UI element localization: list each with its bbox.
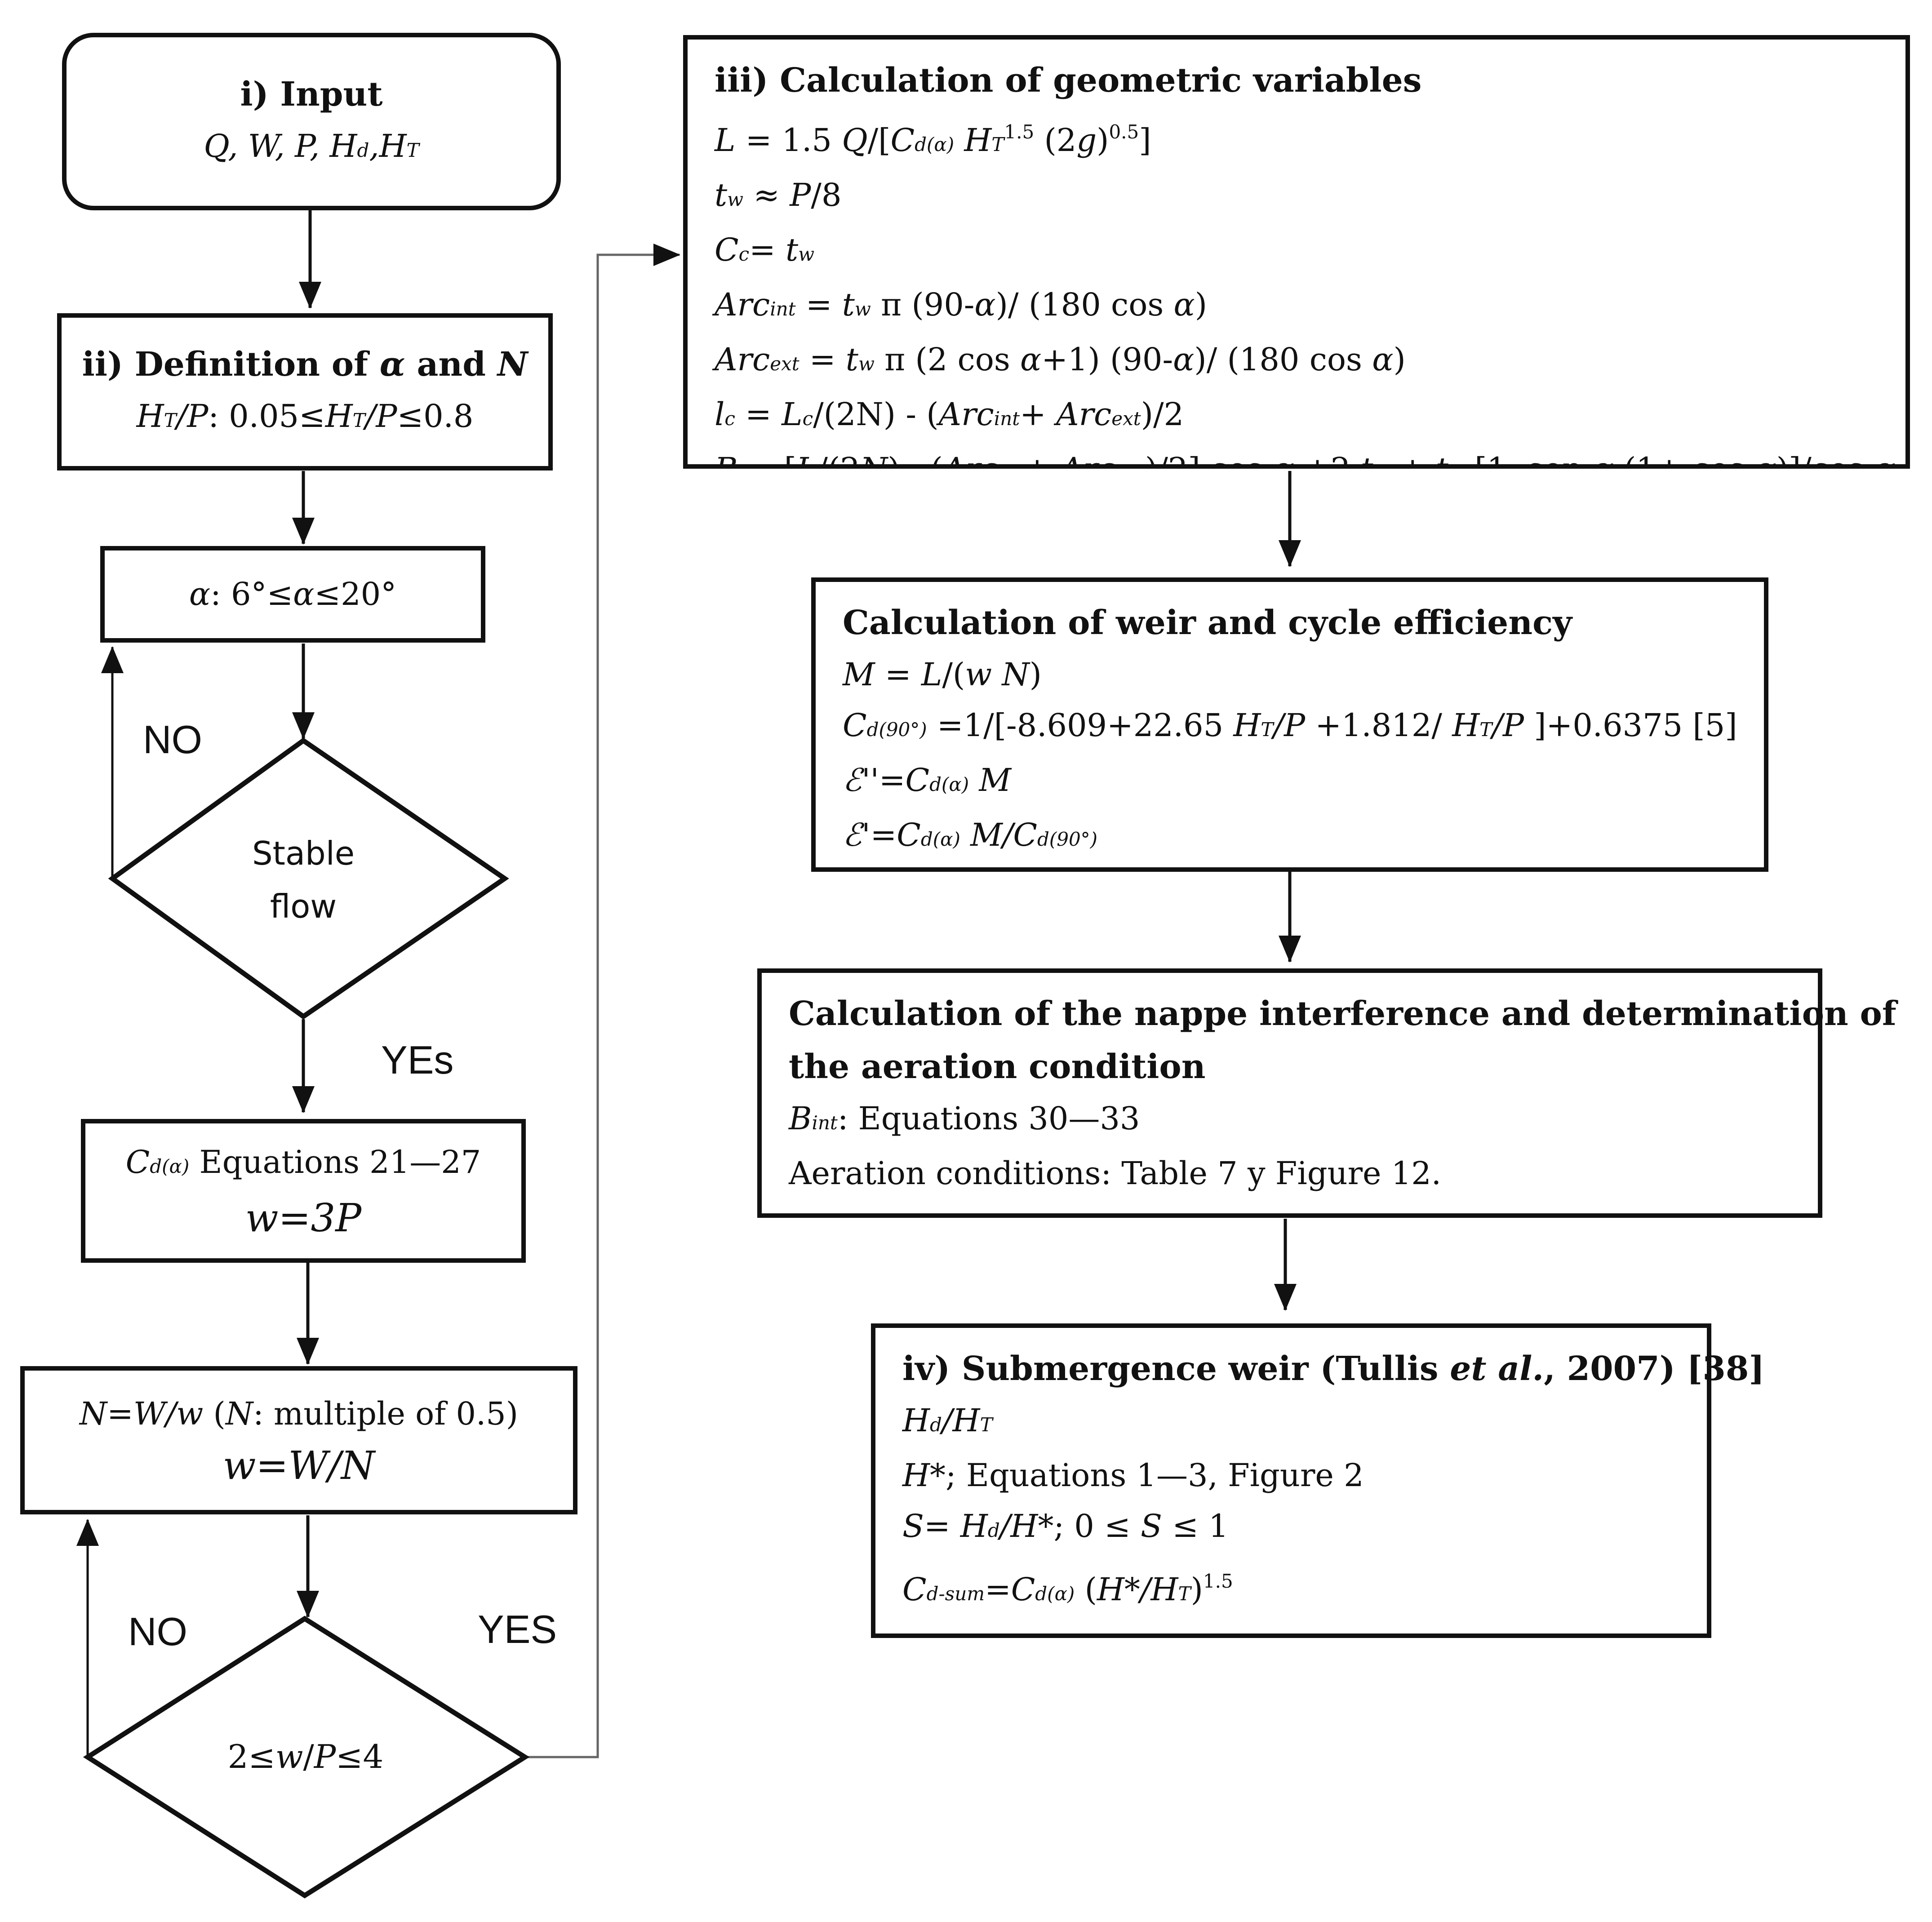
wp-diamond <box>83 1616 530 1899</box>
efficiency-eq-m: M = L/(w N) <box>843 656 1042 693</box>
efficiency-box: Calculation of weir and cycle efficiency… <box>811 577 1768 872</box>
nappe-title-line2: the aeration condition <box>789 1048 1206 1086</box>
efficiency-eq-cd90: Cd(90°) =1/[-8.609+22.65 HT/P +1.812/ HT… <box>843 707 1737 744</box>
input-title: i) Input <box>240 75 383 114</box>
definition-box: ii) Definition of α and N HT/P: 0.05≤HT/… <box>57 313 553 471</box>
submergence-s: S= Hd/H*; 0 ≤ S ≤ 1 <box>902 1508 1229 1545</box>
geometric-eq-cc: Cc= tw <box>715 231 815 268</box>
cd-box: Cd(α) Equations 21—27 w=3P <box>81 1119 526 1263</box>
cd-equations: Cd(α) Equations 21—27 <box>125 1144 481 1181</box>
nappe-title-line1: Calculation of the nappe interference an… <box>789 994 1896 1033</box>
submergence-cd-sum: Cd-sum=Cd(α) (H*/HT)1.5 <box>902 1570 1233 1608</box>
efficiency-eq-weir: ℰ'=Cd(α) M/Cd(90°) <box>843 817 1098 853</box>
input-box: i) Input Q, W, P, Hd,HT <box>62 33 561 210</box>
wp-label: 2≤w/P≤4 <box>227 1738 384 1776</box>
input-variables: Q, W, P, Hd,HT <box>204 127 419 164</box>
no-label-stable: NO <box>143 717 202 762</box>
definition-title: ii) Definition of α and N <box>82 345 528 384</box>
alpha-range-box: α: 6°≤α≤20° <box>100 546 485 643</box>
geometric-variables-box: iii) Calculation of geometric variables … <box>683 35 1910 469</box>
arrow-wp-yes-to-geometric <box>527 244 680 1758</box>
geometric-eq-wall-thickness: tw ≈ P/8 <box>715 177 842 213</box>
stable-flow-label: Stable flow <box>213 827 393 933</box>
stable-flow-diamond <box>108 737 509 1020</box>
yes-label-wp: YES <box>478 1607 557 1651</box>
geometric-eq-arc-int: Arcint = tw π (90-α)/ (180 cos α) <box>715 286 1208 323</box>
alpha-range: α: 6°≤α≤20° <box>189 576 397 613</box>
yes-label-stable: YEs <box>381 1038 454 1082</box>
w-formula: w=W/N <box>222 1443 375 1488</box>
efficiency-title: Calculation of weir and cycle efficiency <box>843 604 1572 642</box>
submergence-box: iv) Submergence weir (Tullis et al., 200… <box>871 1323 1765 1638</box>
n-box: N=W/w (N: multiple of 0.5) w=W/N <box>20 1366 577 1514</box>
no-label-wp: NO <box>128 1609 187 1654</box>
nappe-box: Calculation of the nappe interference an… <box>757 968 1896 1218</box>
stable-flow-line2: flow <box>270 888 337 925</box>
geometric-title: iii) Calculation of geometric variables <box>715 61 1422 100</box>
definition-range: HT/P: 0.05≤HT/P≤0.8 <box>136 398 474 435</box>
efficiency-eq-cycle: ℰ''=Cd(α) M <box>843 762 1012 799</box>
n-formula: N=W/w (N: multiple of 0.5) <box>79 1395 519 1432</box>
geometric-eq-b: B = [L/(2N) - (Arcint+ Arcext)/2] cos α … <box>715 444 1896 464</box>
nappe-eq-bint: Bint: Equations 30—33 <box>789 1100 1140 1137</box>
submergence-title: iv) Submergence weir (Tullis et al., 200… <box>902 1349 1765 1388</box>
geometric-eq-arc-ext: Arcext = tw π (2 cos α+1) (90-α)/ (180 c… <box>715 341 1406 378</box>
submergence-h-star: H*; Equations 1—3, Figure 2 <box>902 1457 1364 1494</box>
nappe-aeration: Aeration conditions: Table 7 y Figure 12… <box>789 1155 1442 1192</box>
geometric-eq-length: L = 1.5 Q/[Cd(α) HT1.5 (2g)0.5] <box>715 121 1151 159</box>
stable-flow-line1: Stable <box>252 834 355 872</box>
cd-w-formula: w=3P <box>245 1196 362 1241</box>
geometric-eq-lc: lc = Lc/(2N) - (Arcint+ Arcext)/2 <box>715 396 1184 433</box>
submergence-ratio: Hd/HT <box>902 1402 993 1439</box>
